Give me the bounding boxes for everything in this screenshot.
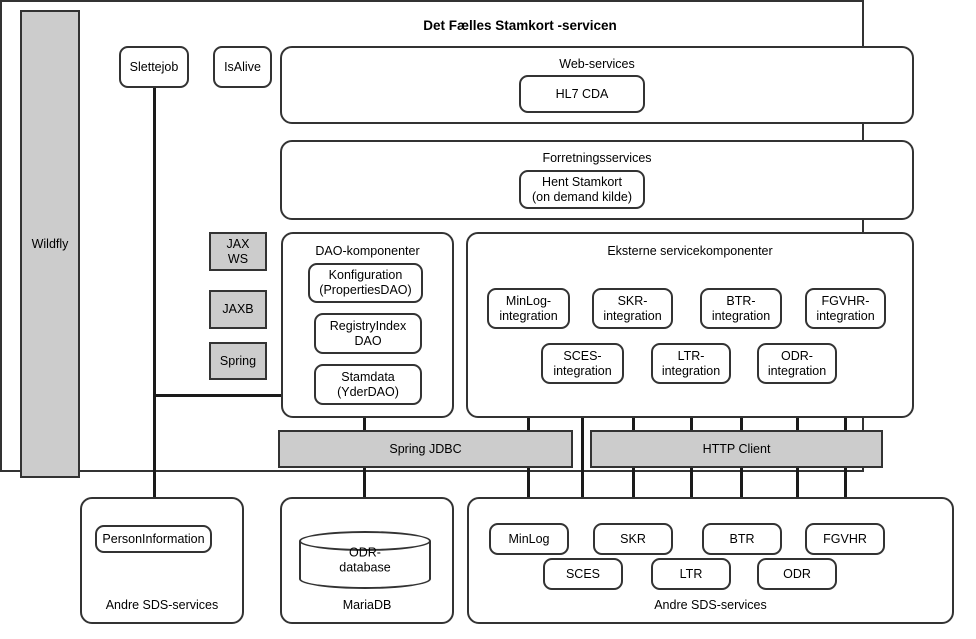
node-odr-label: ODR [783,566,811,581]
node-minlog-integration-line1: MinLog- [505,293,552,308]
connector-ltr [690,383,693,563]
node-ltr-integration-line1: LTR- [677,348,705,363]
node-registryindex-dao[interactable]: RegistryIndex DAO [314,313,422,354]
node-spring[interactable]: Spring [209,342,267,380]
node-minlog[interactable]: MinLog [489,523,569,555]
node-odr-database-line1: ODR- [349,545,381,560]
connector-odr [796,383,799,563]
panel-andre-sds-services-left-footer: Andre SDS-services [105,598,219,612]
node-ltr-integration-line2: integration [661,363,721,378]
node-skr-integration-line2: integration [603,308,662,323]
node-personinformation[interactable]: PersonInformation [95,525,212,553]
node-isalive[interactable]: IsAlive [213,46,272,88]
node-skr-integration[interactable]: SKR- integration [592,288,673,329]
node-stamdata-dao-line2: (YderDAO) [337,384,399,399]
node-fgvhr-integration-line2: integration [816,308,875,323]
node-isalive-label: IsAlive [224,59,261,74]
node-hent-stamkort-line2: (on demand kilde) [531,189,633,204]
node-jax-ws-line1: JAX [226,236,250,251]
node-fgvhr-integration-line1: FGVHR- [821,293,870,308]
connector-slettejob-person [153,86,156,530]
panel-forretningsservices-title: Forretningsservices [542,151,652,165]
node-konfiguration-dao-line2: (PropertiesDAO) [319,283,412,297]
connector-skr [632,326,635,528]
node-sces[interactable]: SCES [543,558,623,590]
node-konfiguration-dao-line1: Konfiguration [328,268,403,283]
node-odr-database-line2: database [339,560,391,574]
panel-dao-komponenter-title: DAO-komponenter [315,244,420,258]
node-odr-integration[interactable]: ODR- integration [757,343,837,384]
wildfly-label: Wildfly [31,236,69,251]
node-konfiguration-dao[interactable]: Konfiguration (PropertiesDAO) [308,263,423,303]
node-btr-integration-line1: BTR- [726,293,756,308]
node-jax-ws-line2: WS [227,251,249,266]
connector-slettejob-dao [153,394,283,397]
node-stamdata-dao-line1: Stamdata [341,369,395,384]
node-odr[interactable]: ODR [757,558,837,590]
database-cylinder-bottom [299,569,431,589]
node-minlog-integration[interactable]: MinLog- integration [487,288,570,329]
node-sces-integration-line1: SCES- [563,348,602,363]
node-btr-integration[interactable]: BTR- integration [700,288,782,329]
database-cylinder-top [299,531,431,551]
node-ltr[interactable]: LTR [651,558,731,590]
node-jax-ws[interactable]: JAX WS [209,232,267,271]
node-fgvhr-label: FGVHR [823,531,867,546]
bar-http-client: HTTP Client [590,430,883,468]
node-spring-label: Spring [219,353,257,368]
node-sces-integration-line2: integration [553,363,612,378]
node-ltr-label: LTR [679,566,703,581]
node-odr-database[interactable]: ODR- database [299,531,431,589]
panel-eksterne-servicekomponenter-title: Eksterne servicekomponenter [607,244,773,258]
panel-web-services-title: Web-services [559,57,635,71]
bar-spring-jdbc: Spring JDBC [278,430,573,468]
connector-fgvhr [844,326,847,528]
node-sces-integration[interactable]: SCES- integration [541,343,624,384]
node-stamdata-dao[interactable]: Stamdata (YderDAO) [314,364,422,405]
connector-sces [581,383,584,563]
node-personinformation-label: PersonInformation [102,531,205,546]
node-registryindex-dao-line1: RegistryIndex [329,318,407,333]
wildfly-container: Wildfly [20,10,80,478]
node-btr-label: BTR [729,531,755,546]
panel-andre-sds-services-left: Andre SDS-services [80,497,244,624]
panel-andre-sds-services-right-footer: Andre SDS-services [654,598,767,612]
connector-btr [740,326,743,528]
panel-mariadb-footer: MariaDB [342,598,392,612]
node-hl7-cda[interactable]: HL7 CDA [519,75,645,113]
node-fgvhr[interactable]: FGVHR [805,523,885,555]
node-hent-stamkort-line1: Hent Stamkort [542,174,622,189]
node-hl7-cda-label: HL7 CDA [555,86,609,101]
node-skr[interactable]: SKR [593,523,673,555]
connector-dao-database [363,408,366,543]
node-minlog-integration-line2: integration [499,308,558,323]
node-minlog-label: MinLog [508,531,550,546]
node-jaxb[interactable]: JAXB [209,290,267,329]
node-odr-integration-line1: ODR- [781,348,813,363]
node-hent-stamkort[interactable]: Hent Stamkort (on demand kilde) [519,170,645,209]
node-odr-integration-line2: integration [767,363,827,378]
node-skr-label: SKR [620,531,646,546]
node-jaxb-label: JAXB [222,302,254,317]
node-registryindex-dao-line2: DAO [354,333,382,348]
bar-http-client-label: HTTP Client [702,441,771,456]
connector-minlog [527,326,530,528]
node-slettejob[interactable]: Slettejob [119,46,189,88]
diagram-title: Det Fælles Stamkort -servicen [423,18,617,33]
node-slettejob-label: Slettejob [129,59,179,74]
node-btr[interactable]: BTR [702,523,782,555]
node-ltr-integration[interactable]: LTR- integration [651,343,731,384]
node-odr-database-label: ODR- database [299,545,431,575]
node-btr-integration-line2: integration [711,308,771,323]
bar-spring-jdbc-label: Spring JDBC [389,441,462,456]
node-fgvhr-integration[interactable]: FGVHR- integration [805,288,886,329]
node-sces-label: SCES [565,566,601,581]
node-skr-integration-line1: SKR- [617,293,648,308]
